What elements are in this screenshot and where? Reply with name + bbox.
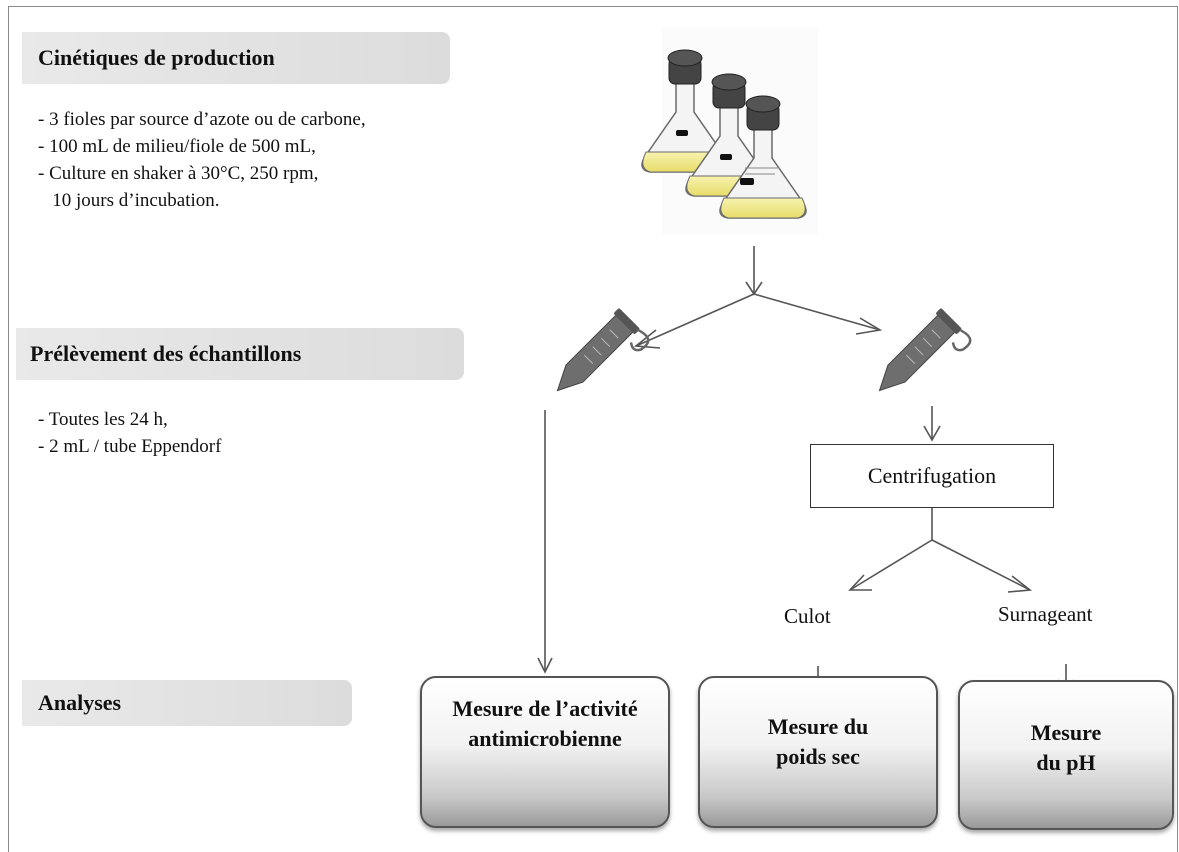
stage-title: Prélèvement des échantillons xyxy=(30,341,302,366)
production-details: - 3 fioles par source d’azote ou de carb… xyxy=(38,106,366,214)
stage-title: Analyses xyxy=(38,690,122,715)
list-item: - 100 mL de milieu/fiole de 500 mL, xyxy=(38,136,316,157)
culot-label: Culot xyxy=(784,604,831,628)
stage-title: Cinétiques de production xyxy=(38,45,275,70)
stage-label-sampling: Prélèvement des échantillons xyxy=(16,328,464,380)
list-item: - Toutes les 24 h, xyxy=(38,409,168,430)
result-line: Mesure xyxy=(1030,720,1102,745)
surnageant-label: Surnageant xyxy=(998,602,1093,626)
result-line: antimicrobienne xyxy=(468,726,622,751)
erlenmeyer-flasks-icon xyxy=(641,28,818,234)
stage-label-analyses: Analyses xyxy=(22,680,352,726)
list-item: - 3 fioles par source d’azote ou de carb… xyxy=(38,109,366,130)
result-line: poids sec xyxy=(776,744,860,769)
stage-label-production: Cinétiques de production xyxy=(22,32,450,84)
result-line: du pH xyxy=(1036,750,1096,775)
result-ph: Mesure du pH xyxy=(958,680,1174,830)
result-line: Mesure du xyxy=(767,714,869,739)
result-antimicrobial-activity: Mesure de l’activité antimicrobienne xyxy=(420,676,670,828)
list-item: - 2 mL / tube Eppendorf xyxy=(38,436,222,457)
result-line: Mesure de l’activité xyxy=(452,696,638,721)
diagram-frame xyxy=(8,6,1178,852)
eppendorf-tube-left-icon xyxy=(556,308,650,392)
eppendorf-tube-right-icon xyxy=(878,308,972,392)
list-item: 10 jours d’incubation. xyxy=(38,190,220,211)
sampling-details: - Toutes les 24 h, - 2 mL / tube Eppendo… xyxy=(38,406,221,460)
centrifugation-label: Centrifugation xyxy=(867,463,997,488)
centrifugation-box: Centrifugation xyxy=(810,444,1054,508)
list-item: - Culture en shaker à 30°C, 250 rpm, xyxy=(38,163,319,184)
result-dry-weight: Mesure du poids sec xyxy=(698,676,938,828)
